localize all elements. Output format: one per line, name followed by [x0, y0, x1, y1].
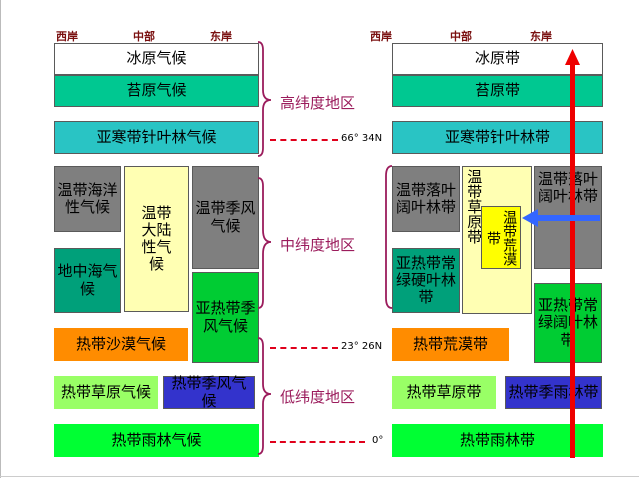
tropical-monsoon-forest-zone: 热带季雨林带 [505, 376, 602, 409]
latitude-line-23 [270, 347, 338, 349]
tropical-rainforest-zone: 热带雨林带 [392, 424, 603, 457]
subtropical-evergreen-hardleaf-zone: 亚热带常绿硬叶林带 [392, 248, 460, 313]
tropical-rainforest-climate: 热带雨林气候 [54, 424, 259, 457]
mediterranean-climate: 地中海气候 [54, 248, 121, 313]
tropical-savanna-climate: 热带草原气候 [54, 376, 158, 409]
blue-arrow-shaft [536, 215, 600, 221]
temperate-maritime-climate: 温带海洋性气候 [54, 166, 121, 232]
subarctic-climate: 亚寒带针叶林气候 [54, 121, 259, 154]
header-center-right: 中部 [450, 30, 472, 43]
tropical-desert-climate: 热带沙漠气候 [54, 328, 188, 361]
red-arrow-shaft [570, 63, 575, 458]
latitude-label-23: 23° 26N [341, 341, 383, 352]
latitude-label-66: 66° 34N [341, 133, 383, 144]
temperate-grassland-label: 温带草原带 [465, 169, 484, 244]
tundra-zone: 苔原带 [392, 75, 603, 107]
zone-brackets [257, 41, 272, 455]
temperate-desert-label: 温带荒漠带 [485, 210, 518, 266]
blue-arrow-head [522, 209, 538, 227]
header-east-right: 东岸 [530, 30, 552, 43]
zone-label-mid: 中纬度地区 [280, 236, 356, 254]
header-west-left: 西岸 [56, 30, 78, 43]
header-west-right: 西岸 [370, 30, 392, 43]
tundra-climate: 苔原气候 [54, 75, 259, 107]
temperate-deciduous-zone-west: 温带落叶阔叶林带 [392, 166, 460, 232]
temperate-continental-climate: 温带大陆性气候 [124, 166, 189, 312]
tropical-monsoon-climate: 热带季风气候 [163, 375, 255, 409]
red-arrow-head [565, 49, 580, 65]
latitude-line-0 [270, 441, 365, 443]
tropical-desert-zone: 热带荒漠带 [392, 328, 509, 361]
arrows-overlay [522, 49, 600, 458]
latitude-label-0: 0° [372, 435, 384, 446]
latitude-line-66 [270, 139, 338, 141]
header-center-left: 中部 [133, 30, 155, 43]
taiga-zone: 亚寒带针叶林带 [392, 121, 603, 154]
tropical-grassland-zone: 热带草原带 [392, 376, 496, 409]
temperate-desert-zone: 温带荒漠带 [481, 206, 521, 269]
zone-label-high: 高纬度地区 [280, 94, 356, 112]
frame-left-border [0, 0, 1, 478]
frame-bottom-border [0, 476, 639, 477]
subtropical-evergreen-broadleaf-zone: 亚热带常绿阔叶林带 [534, 283, 602, 363]
temperate-monsoon-climate: 温带季风气候 [192, 166, 259, 269]
subtropical-monsoon-climate: 亚热带季风气候 [192, 272, 259, 363]
header-east-left: 东岸 [210, 30, 232, 43]
zone-label-low: 低纬度地区 [280, 388, 356, 406]
right-mid-bracket [385, 165, 393, 309]
ice-cap-climate: 冰原气候 [54, 43, 259, 75]
